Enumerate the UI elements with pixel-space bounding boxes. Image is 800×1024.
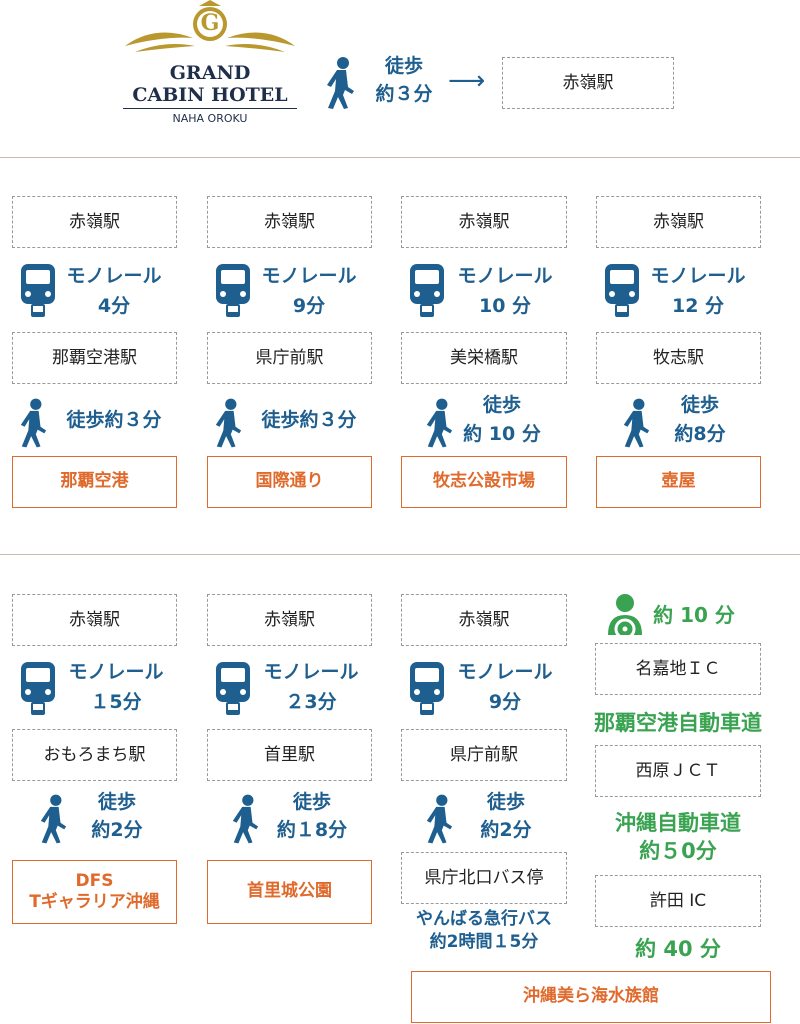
row2-col1-via: おもろまち駅 bbox=[12, 729, 177, 781]
divider-2 bbox=[0, 554, 800, 555]
row1-col3-rail-time: 10 分 bbox=[478, 295, 532, 317]
row2-col3-bus-stop: 県庁北口バス停 bbox=[401, 852, 567, 904]
walking-person-icon bbox=[426, 398, 453, 448]
row2-col3-rail-time: 9分 bbox=[488, 691, 522, 713]
logo-line3: NAHA OROKU bbox=[172, 112, 248, 125]
walking-person-icon bbox=[215, 398, 242, 448]
row1-col1-rail: モノレール bbox=[66, 265, 162, 287]
row1-col4-via: 牧志駅 bbox=[596, 332, 761, 384]
row2-col3-via: 県庁前駅 bbox=[401, 729, 567, 781]
row1-col4-destination: 壺屋 bbox=[596, 456, 761, 508]
row1-col3-from: 赤嶺駅 bbox=[401, 196, 567, 248]
row1-col4-walk-line1: 徒歩 bbox=[680, 394, 719, 416]
monorail-icon bbox=[216, 264, 250, 317]
walking-person-icon bbox=[327, 57, 354, 109]
walking-person-icon bbox=[20, 398, 47, 448]
row1-col1-destination: 那覇空港 bbox=[12, 456, 177, 508]
row2-col3-bus-line1: やんばる急行バス bbox=[416, 909, 552, 929]
car-jct: 西原ＪＣＴ bbox=[595, 745, 761, 797]
header-walk-line2: 約３分 bbox=[375, 83, 433, 105]
car-time2: 約 40 分 bbox=[635, 937, 721, 961]
logo-rule bbox=[123, 108, 297, 109]
row1-col3-via: 美栄橋駅 bbox=[401, 332, 567, 384]
row2-col3-rail: モノレール bbox=[457, 661, 553, 683]
car-road1: 那覇空港自動車道 bbox=[594, 711, 762, 735]
monorail-icon bbox=[605, 264, 639, 317]
laurel-emblem-icon bbox=[125, 0, 295, 52]
row2-col1-rail-time: １5分 bbox=[90, 691, 142, 713]
monorail-icon bbox=[21, 264, 55, 317]
row1-col1-walk: 徒歩約３分 bbox=[66, 409, 162, 431]
car-ic1: 名嘉地ＩＣ bbox=[595, 643, 761, 695]
row2-col1-destination: DFS Tギャラリア沖縄 bbox=[12, 860, 177, 924]
header-station-box: 赤嶺駅 bbox=[502, 57, 674, 109]
row1-col4-walk-line2: 約8分 bbox=[674, 423, 726, 445]
walking-person-icon bbox=[232, 794, 259, 844]
row1-col3-rail: モノレール bbox=[457, 265, 553, 287]
row1-col4-rail-time: 12 分 bbox=[671, 295, 725, 317]
row2-col1-walk-line2: 約2分 bbox=[91, 819, 143, 841]
row1-col3-walk-line1: 徒歩 bbox=[482, 394, 521, 416]
row1-col1-rail-time: 4分 bbox=[97, 295, 131, 317]
walking-person-icon bbox=[623, 398, 650, 448]
row1-col3-walk-line2: 約 10 分 bbox=[463, 423, 541, 445]
row1-col1-via: 那覇空港駅 bbox=[12, 332, 177, 384]
row2-col2-rail-time: ２3分 bbox=[285, 691, 337, 713]
row2-col1-rail: モノレール bbox=[68, 661, 164, 683]
monorail-icon bbox=[216, 662, 250, 715]
logo-emblem-letter: G bbox=[200, 10, 220, 36]
monorail-icon bbox=[410, 264, 444, 317]
final-destination: 沖縄美ら海水族館 bbox=[411, 971, 771, 1023]
row1-col2-rail: モノレール bbox=[261, 265, 357, 287]
row2-col2-destination: 首里城公園 bbox=[207, 860, 372, 924]
monorail-icon bbox=[410, 662, 444, 715]
walking-person-icon bbox=[40, 794, 67, 844]
logo-line1: GRAND bbox=[169, 62, 251, 84]
row1-col2-from: 赤嶺駅 bbox=[207, 196, 372, 248]
row2-col2-from: 赤嶺駅 bbox=[207, 594, 372, 646]
row2-col3-walk-line2: 約2分 bbox=[480, 819, 532, 841]
row2-col1-from: 赤嶺駅 bbox=[12, 594, 177, 646]
row2-col2-rail: モノレール bbox=[263, 661, 359, 683]
divider-1 bbox=[0, 157, 800, 158]
arrow-right-icon: ⟶ bbox=[448, 66, 486, 96]
logo-line2: CABIN HOTEL bbox=[132, 84, 288, 106]
hotel-logo: G GRAND CABIN HOTEL NAHA OROKU bbox=[115, 0, 305, 130]
row2-col2-walk-line2: 約１8分 bbox=[276, 819, 348, 841]
row2-col1-walk-line1: 徒歩 bbox=[97, 791, 136, 813]
car-time: 約 10 分 bbox=[653, 603, 735, 627]
row2-col2-walk-line1: 徒歩 bbox=[292, 791, 331, 813]
row1-col2-destination: 国際通り bbox=[207, 456, 372, 508]
monorail-icon bbox=[21, 662, 55, 715]
row1-col2-via: 県庁前駅 bbox=[207, 332, 372, 384]
header-walk-line1: 徒歩 bbox=[384, 55, 423, 77]
car-road2-line1: 沖縄自動車道 bbox=[615, 811, 741, 835]
car-ic2: 許田 IC bbox=[595, 875, 761, 927]
row1-col1-from: 赤嶺駅 bbox=[12, 196, 177, 248]
car-road2-line2: 約５0分 bbox=[639, 839, 717, 863]
row1-col4-rail: モノレール bbox=[650, 265, 746, 287]
row2-col1-destination-line2: Tギャラリア沖縄 bbox=[29, 892, 160, 912]
row1-col2-rail-time: 9分 bbox=[292, 295, 326, 317]
row1-col3-destination: 牧志公設市場 bbox=[401, 456, 567, 508]
row2-col3-from: 赤嶺駅 bbox=[401, 594, 567, 646]
row2-col1-destination-line1: DFS bbox=[75, 870, 114, 891]
row2-col3-bus-line2: 約2時間１5分 bbox=[429, 932, 539, 952]
walking-person-icon bbox=[426, 794, 453, 844]
row2-col3-walk-line1: 徒歩 bbox=[486, 791, 525, 813]
row2-col2-via: 首里駅 bbox=[207, 729, 372, 781]
car-driver-icon bbox=[608, 594, 642, 639]
row1-col4-from: 赤嶺駅 bbox=[596, 196, 761, 248]
row1-col2-walk: 徒歩約３分 bbox=[261, 409, 357, 431]
